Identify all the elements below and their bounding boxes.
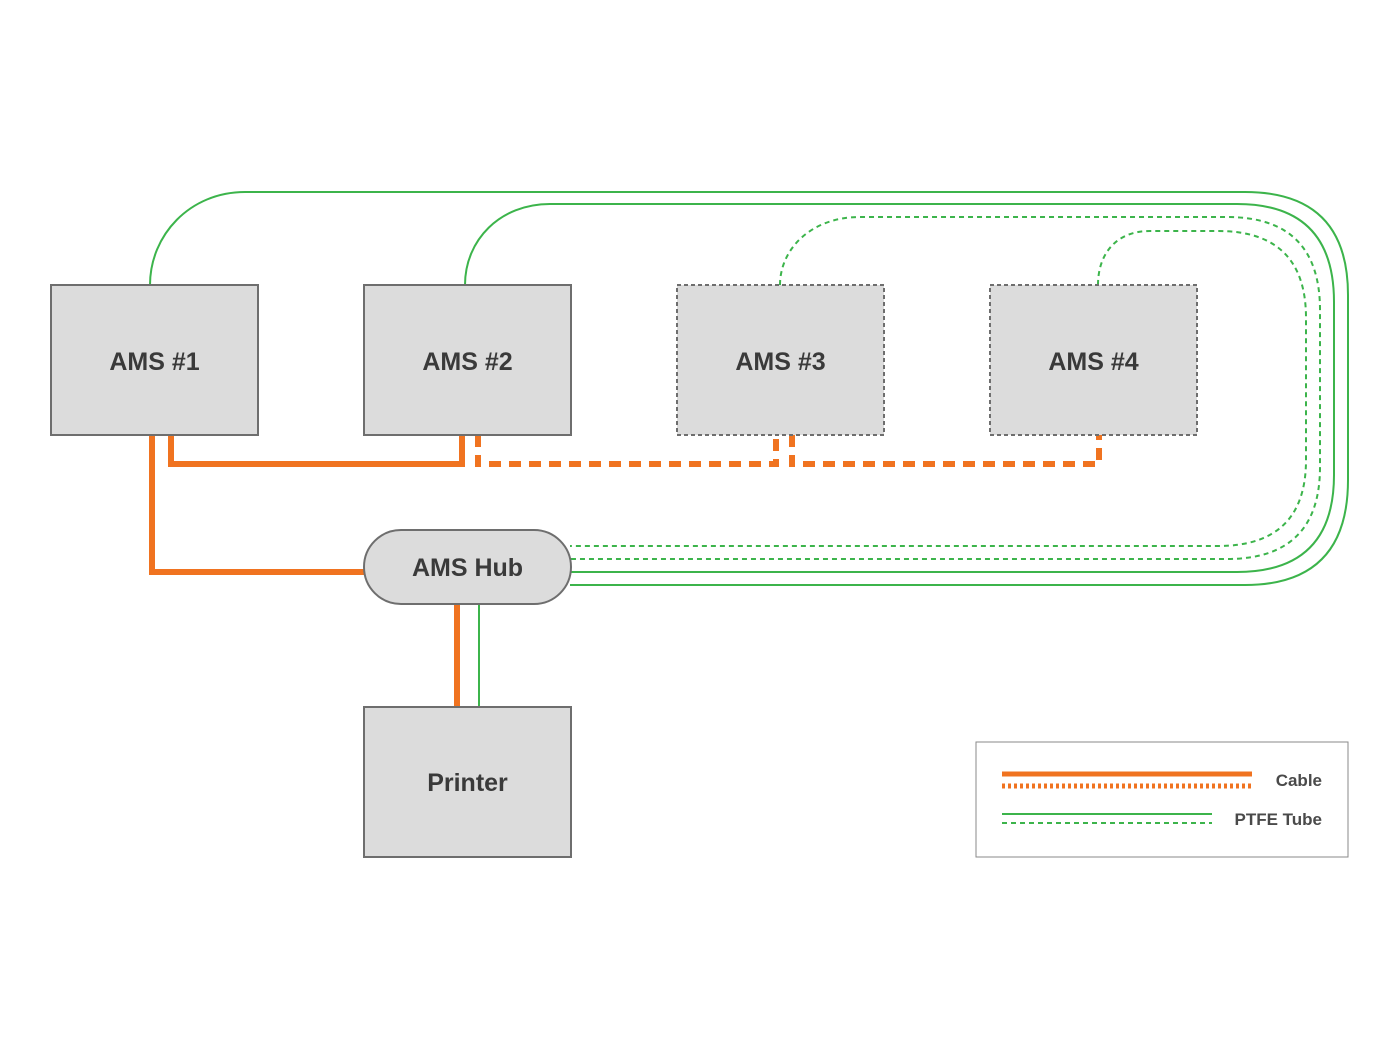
node-ams4: AMS #4 (989, 284, 1198, 436)
node-ams-hub-label: AMS Hub (412, 554, 523, 582)
cables (149, 435, 1102, 707)
ptfe-tube-ams4 (570, 230, 1307, 547)
ptfe-tube-ams2 (464, 203, 1335, 573)
node-ams2-label: AMS #2 (422, 348, 512, 376)
legend-cable-label: Cable (1276, 771, 1322, 790)
ptfe-tubes (149, 191, 1349, 707)
cable-ams1-hub (149, 435, 365, 575)
node-ams3-label: AMS #3 (735, 348, 825, 376)
node-ams3: AMS #3 (676, 284, 885, 436)
legend-frame (975, 741, 1349, 858)
node-ams1: AMS #1 (50, 284, 259, 436)
node-ams1-label: AMS #1 (109, 348, 199, 376)
legend: Cable PTFE Tube (975, 741, 1349, 858)
cable-ams2-ams3 (475, 435, 779, 467)
node-ams4-label: AMS #4 (1048, 348, 1138, 376)
node-ams2: AMS #2 (363, 284, 572, 436)
ptfe-tube-ams3 (570, 216, 1321, 560)
node-printer-label: Printer (427, 769, 508, 797)
node-ams-hub: AMS Hub (363, 529, 572, 605)
cable-ams3-ams4 (789, 435, 1102, 467)
cable-ams1-ams2 (168, 435, 465, 467)
node-printer: Printer (363, 706, 572, 858)
legend-ptfe-label: PTFE Tube (1234, 810, 1322, 829)
ptfe-tube-ams1 (149, 191, 1349, 586)
